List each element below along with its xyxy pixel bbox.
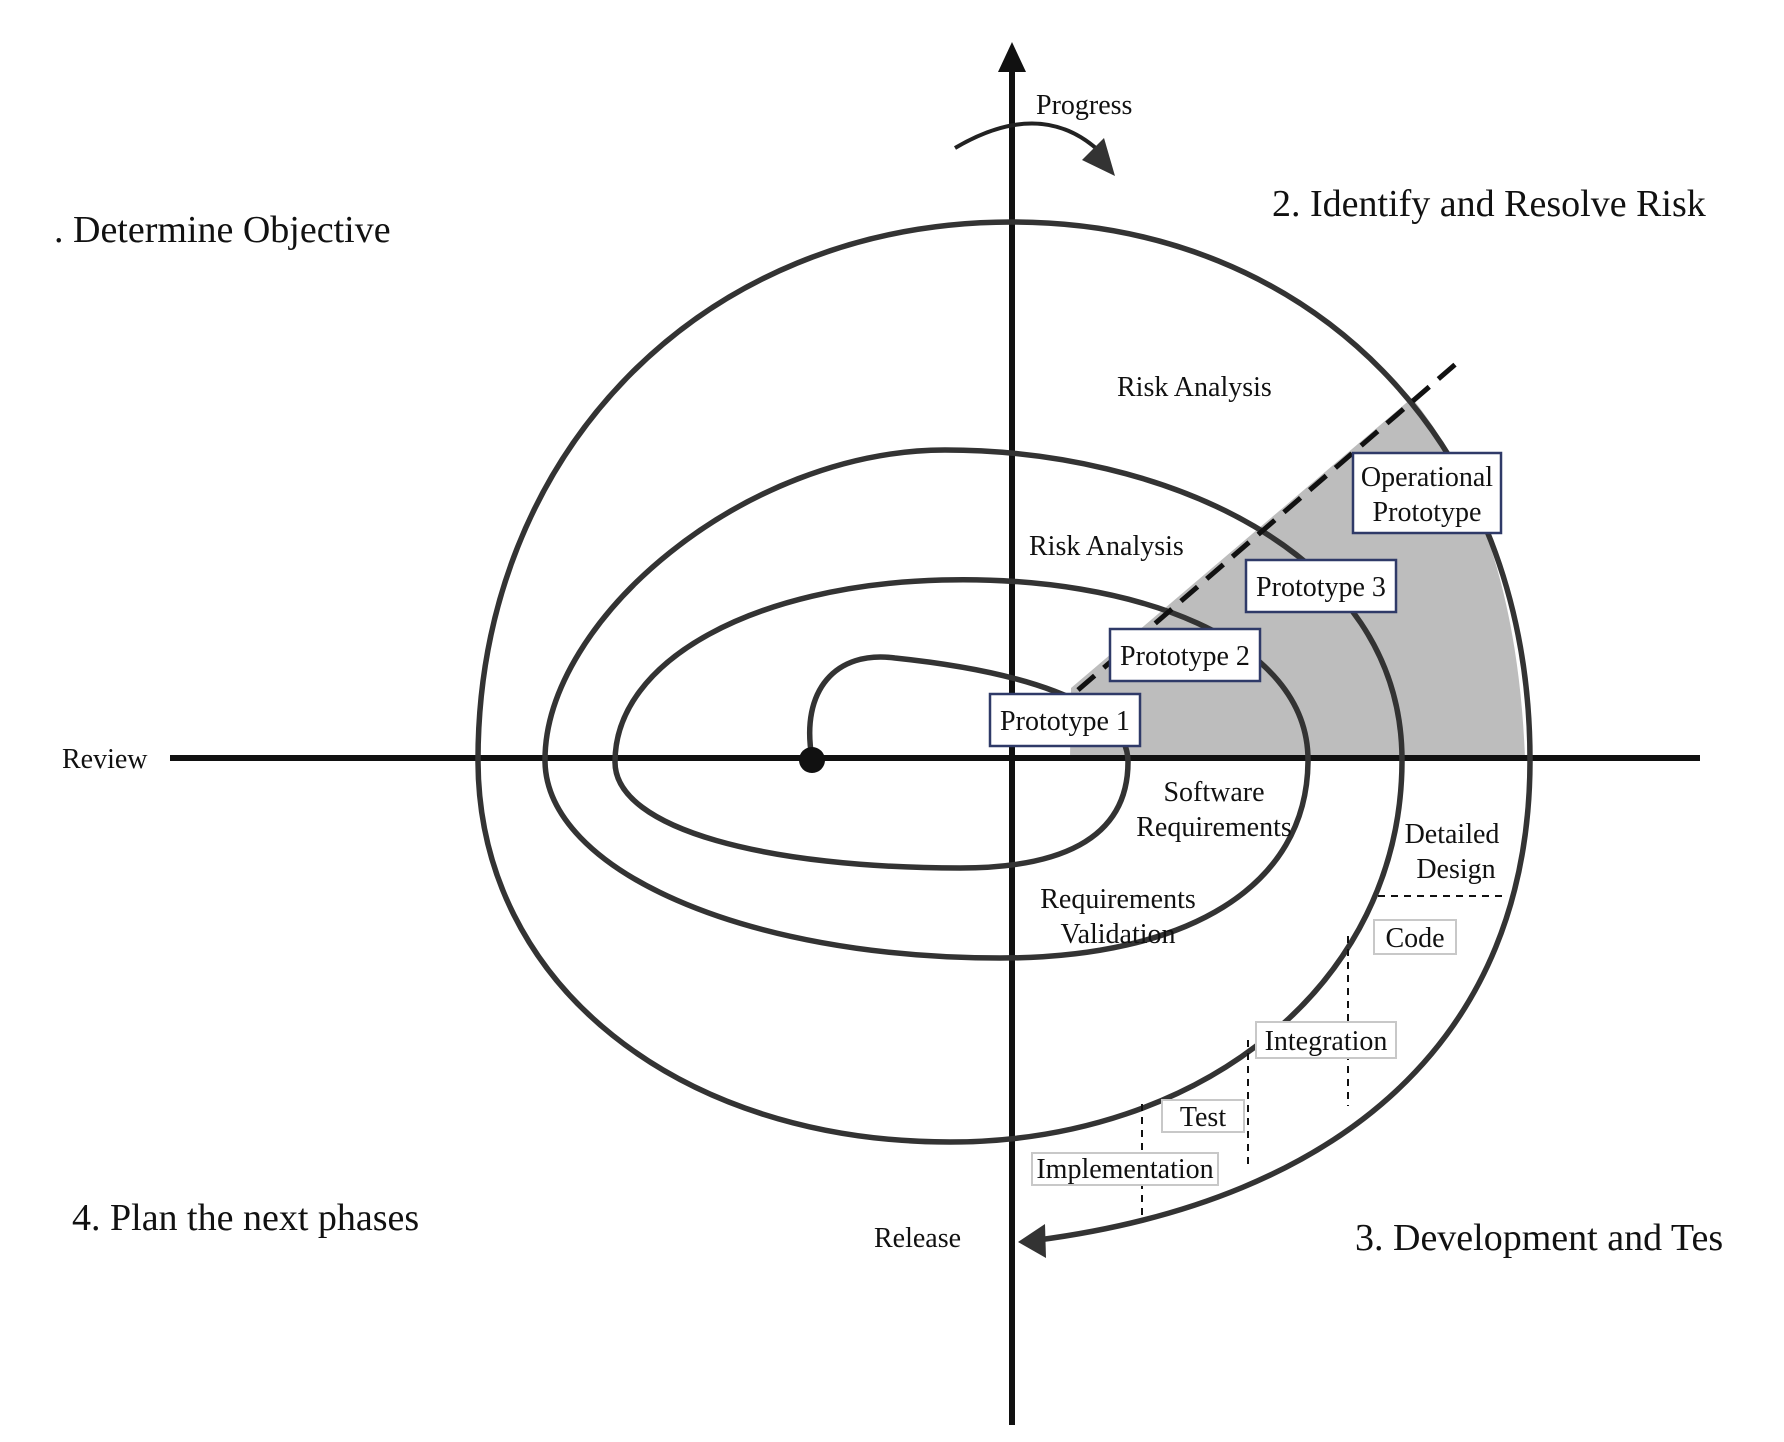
implementation-box: Implementation	[1031, 1152, 1219, 1186]
progress-label: Progress	[1036, 90, 1132, 121]
software-requirements-label-line2: Requirements	[1136, 812, 1292, 843]
test-box: Test	[1161, 1099, 1245, 1133]
progress-axis-arrowhead	[998, 42, 1026, 72]
quadrant-1-title: . Determine Objective	[54, 209, 391, 251]
requirements-validation-label-line1: Requirements	[1040, 884, 1196, 915]
rotation-arrowhead-icon	[1082, 138, 1115, 176]
prototype-3-label: Prototype 3	[1256, 572, 1386, 603]
operational-prototype-box: Operational Prototype	[1351, 451, 1503, 535]
review-label: Review	[62, 744, 148, 775]
code-box: Code	[1373, 919, 1457, 955]
integration-box: Integration	[1255, 1021, 1397, 1059]
operational-prototype-label-line2: Prototype	[1373, 497, 1482, 528]
risk-analysis-outer-label: Risk Analysis	[1117, 372, 1272, 403]
release-arrowhead-icon	[1018, 1224, 1046, 1258]
spiral-path	[475, 219, 1533, 1243]
software-requirements-label-line1: Software	[1163, 777, 1264, 808]
test-label: Test	[1180, 1102, 1226, 1133]
prototype-1-box: Prototype 1	[988, 692, 1142, 748]
operational-prototype-label-line1: Operational	[1361, 462, 1493, 493]
integration-label: Integration	[1265, 1026, 1388, 1057]
quadrant-4-title: 4. Plan the next phases	[72, 1197, 419, 1239]
release-label: Release	[874, 1223, 961, 1254]
rotation-arrow-icon	[953, 121, 1100, 152]
requirements-validation-label-line2: Validation	[1060, 919, 1175, 950]
implementation-label: Implementation	[1036, 1154, 1213, 1185]
detailed-design-label-line2: Design	[1416, 854, 1495, 885]
prototype-2-label: Prototype 2	[1120, 641, 1250, 672]
prototype-2-box: Prototype 2	[1108, 627, 1262, 683]
detailed-design-label-line1: Detailed	[1405, 819, 1500, 850]
prototype-1-label: Prototype 1	[1000, 706, 1130, 737]
spiral-start-dot	[799, 747, 825, 773]
risk-analysis-inner-label: Risk Analysis	[1029, 531, 1184, 562]
prototype-3-box: Prototype 3	[1244, 558, 1398, 614]
quadrant-2-title: 2. Identify and Resolve Risk	[1272, 183, 1706, 225]
code-label: Code	[1385, 923, 1444, 954]
quadrant-3-title: 3. Development and Tes	[1355, 1217, 1723, 1259]
